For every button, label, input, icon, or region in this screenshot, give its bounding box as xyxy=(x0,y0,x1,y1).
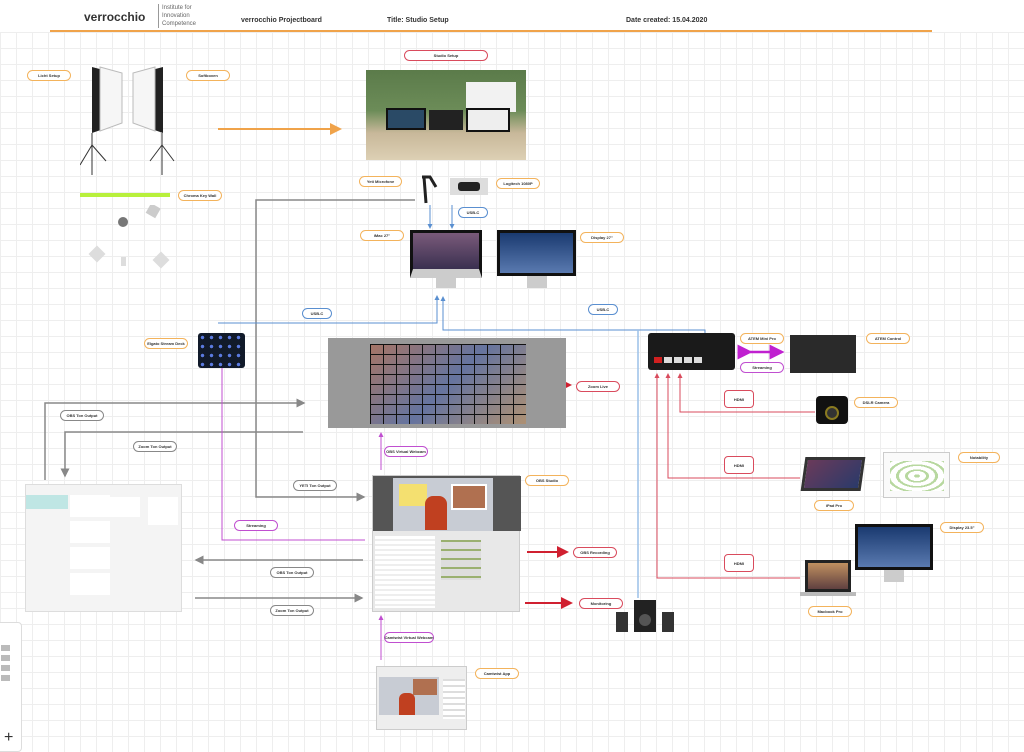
audio-line xyxy=(60,431,303,478)
label-studio-setup: Studio Setup xyxy=(404,50,488,61)
label-dslr-camera: DSLR Camera xyxy=(854,397,898,408)
institute-line: Institute for xyxy=(162,5,192,11)
label-zoom-ton-output: Zoom Ton Output xyxy=(270,605,314,616)
label-camtwist-virtual-webcam: Camtwist Virtual Webcam xyxy=(384,632,434,643)
label-usb-c: USB-C xyxy=(588,304,618,315)
tool-icon[interactable] xyxy=(1,655,10,661)
display-23-image xyxy=(855,524,933,570)
imac-stand xyxy=(436,278,456,288)
label-zoom-ton-output: Zoom Ton Output xyxy=(133,441,177,452)
macbook-base xyxy=(800,592,856,596)
header: verrocchio Institute for Innovation Comp… xyxy=(0,0,1024,32)
label-ipad-pro: iPad Pro xyxy=(814,500,854,511)
webcam-image xyxy=(450,178,488,195)
atem-control-image xyxy=(790,335,856,373)
label-logitech: Logitech 1080P xyxy=(496,178,540,189)
audio-line xyxy=(44,398,306,480)
obs-studio-screenshot xyxy=(372,475,521,612)
label-chroma-key-wall: Chroma Key Wall xyxy=(178,190,222,201)
institute-text: Institute for Innovation Competence xyxy=(158,4,196,28)
tool-icon[interactable] xyxy=(1,675,10,681)
tool-icon[interactable] xyxy=(1,665,10,671)
usb-line xyxy=(440,296,706,333)
label-camtwist-app: Camtwist App xyxy=(475,668,519,679)
label-atem-mini-pro: ATEM Mini Pro xyxy=(740,333,784,344)
label-yeti-microfone: Yeti Microfone xyxy=(359,176,402,187)
label-usb-c: USB-C xyxy=(302,308,332,319)
streaming-line xyxy=(221,368,365,541)
zoom-screen-image xyxy=(328,338,566,428)
add-button[interactable]: + xyxy=(4,729,14,746)
speakers-image xyxy=(614,598,676,632)
ipad-image xyxy=(800,457,866,491)
stream-deck-image xyxy=(198,333,245,368)
label-hdmi: HDMI xyxy=(724,390,754,408)
display-stand xyxy=(527,276,547,288)
label-streaming: Streaming xyxy=(740,362,784,373)
atem-mini-pro-image xyxy=(648,333,735,370)
institute-line: Competence xyxy=(162,21,197,27)
label-licht-setup: Licht Setup xyxy=(27,70,71,81)
label-display-23: Display 23.5" xyxy=(940,522,984,533)
label-obs-ton-output: OBS Ton Output xyxy=(270,567,314,578)
label-obs-studio: OBS Studio xyxy=(525,475,569,486)
audio-hijack-screenshot xyxy=(25,484,182,612)
light-layout-diagram xyxy=(85,203,175,275)
usb-line xyxy=(218,295,440,324)
label-imac: iMac 27" xyxy=(360,230,404,241)
yeti-line xyxy=(255,199,415,502)
notability-image xyxy=(883,452,950,498)
logo: verrocchio xyxy=(84,10,146,24)
label-hdmi: HDMI xyxy=(724,554,754,572)
institute-line: Innovation xyxy=(162,13,190,19)
date-created: Date created: 15.04.2020 xyxy=(626,17,708,24)
display-27-image xyxy=(497,230,576,276)
softbox-lights-image xyxy=(79,65,175,175)
tool-icon[interactable] xyxy=(1,645,10,651)
dslr-camera-image xyxy=(816,396,848,424)
hdmi-line xyxy=(665,373,800,479)
label-hdmi: HDMI xyxy=(724,456,754,474)
label-zoom-live: Zoom Live xyxy=(576,381,620,392)
label-obs-ton-output: OBS Ton Output xyxy=(60,410,104,421)
side-toolbar: + xyxy=(0,622,22,752)
microphone-image xyxy=(418,173,438,205)
display-23-stand xyxy=(884,570,904,582)
label-yeti-ton-output: YETI Ton Output xyxy=(293,480,337,491)
chroma-key-bar xyxy=(80,193,170,197)
label-softboxen: Softboxen xyxy=(186,70,230,81)
hdmi-line xyxy=(654,373,800,579)
label-streaming: Streaming xyxy=(234,520,278,531)
macbook-image xyxy=(805,560,851,592)
label-stream-deck: Elgato Stream Deck xyxy=(144,338,188,349)
label-display-27: Display 27" xyxy=(580,232,624,243)
board-title: Title: Studio Setup xyxy=(387,17,449,24)
label-obs-virtual-webcam: OBS Virtual Webcam xyxy=(384,446,428,457)
studio-photo xyxy=(366,70,526,160)
label-macbook-pro: Macbook Pro xyxy=(808,606,852,617)
header-divider xyxy=(50,30,932,32)
board-name: verrocchio Projectboard xyxy=(241,17,322,24)
hdmi-line xyxy=(677,373,815,413)
label-monitoring: Monitoring xyxy=(579,598,623,609)
label-atem-control: ATEM Control xyxy=(866,333,910,344)
imac-image xyxy=(410,230,482,278)
label-usb-c: USB-C xyxy=(458,207,488,218)
camtwist-app-screenshot xyxy=(376,666,467,730)
label-notability: Notability xyxy=(958,452,1000,463)
label-obs-recording: OBS Recording xyxy=(573,547,617,558)
